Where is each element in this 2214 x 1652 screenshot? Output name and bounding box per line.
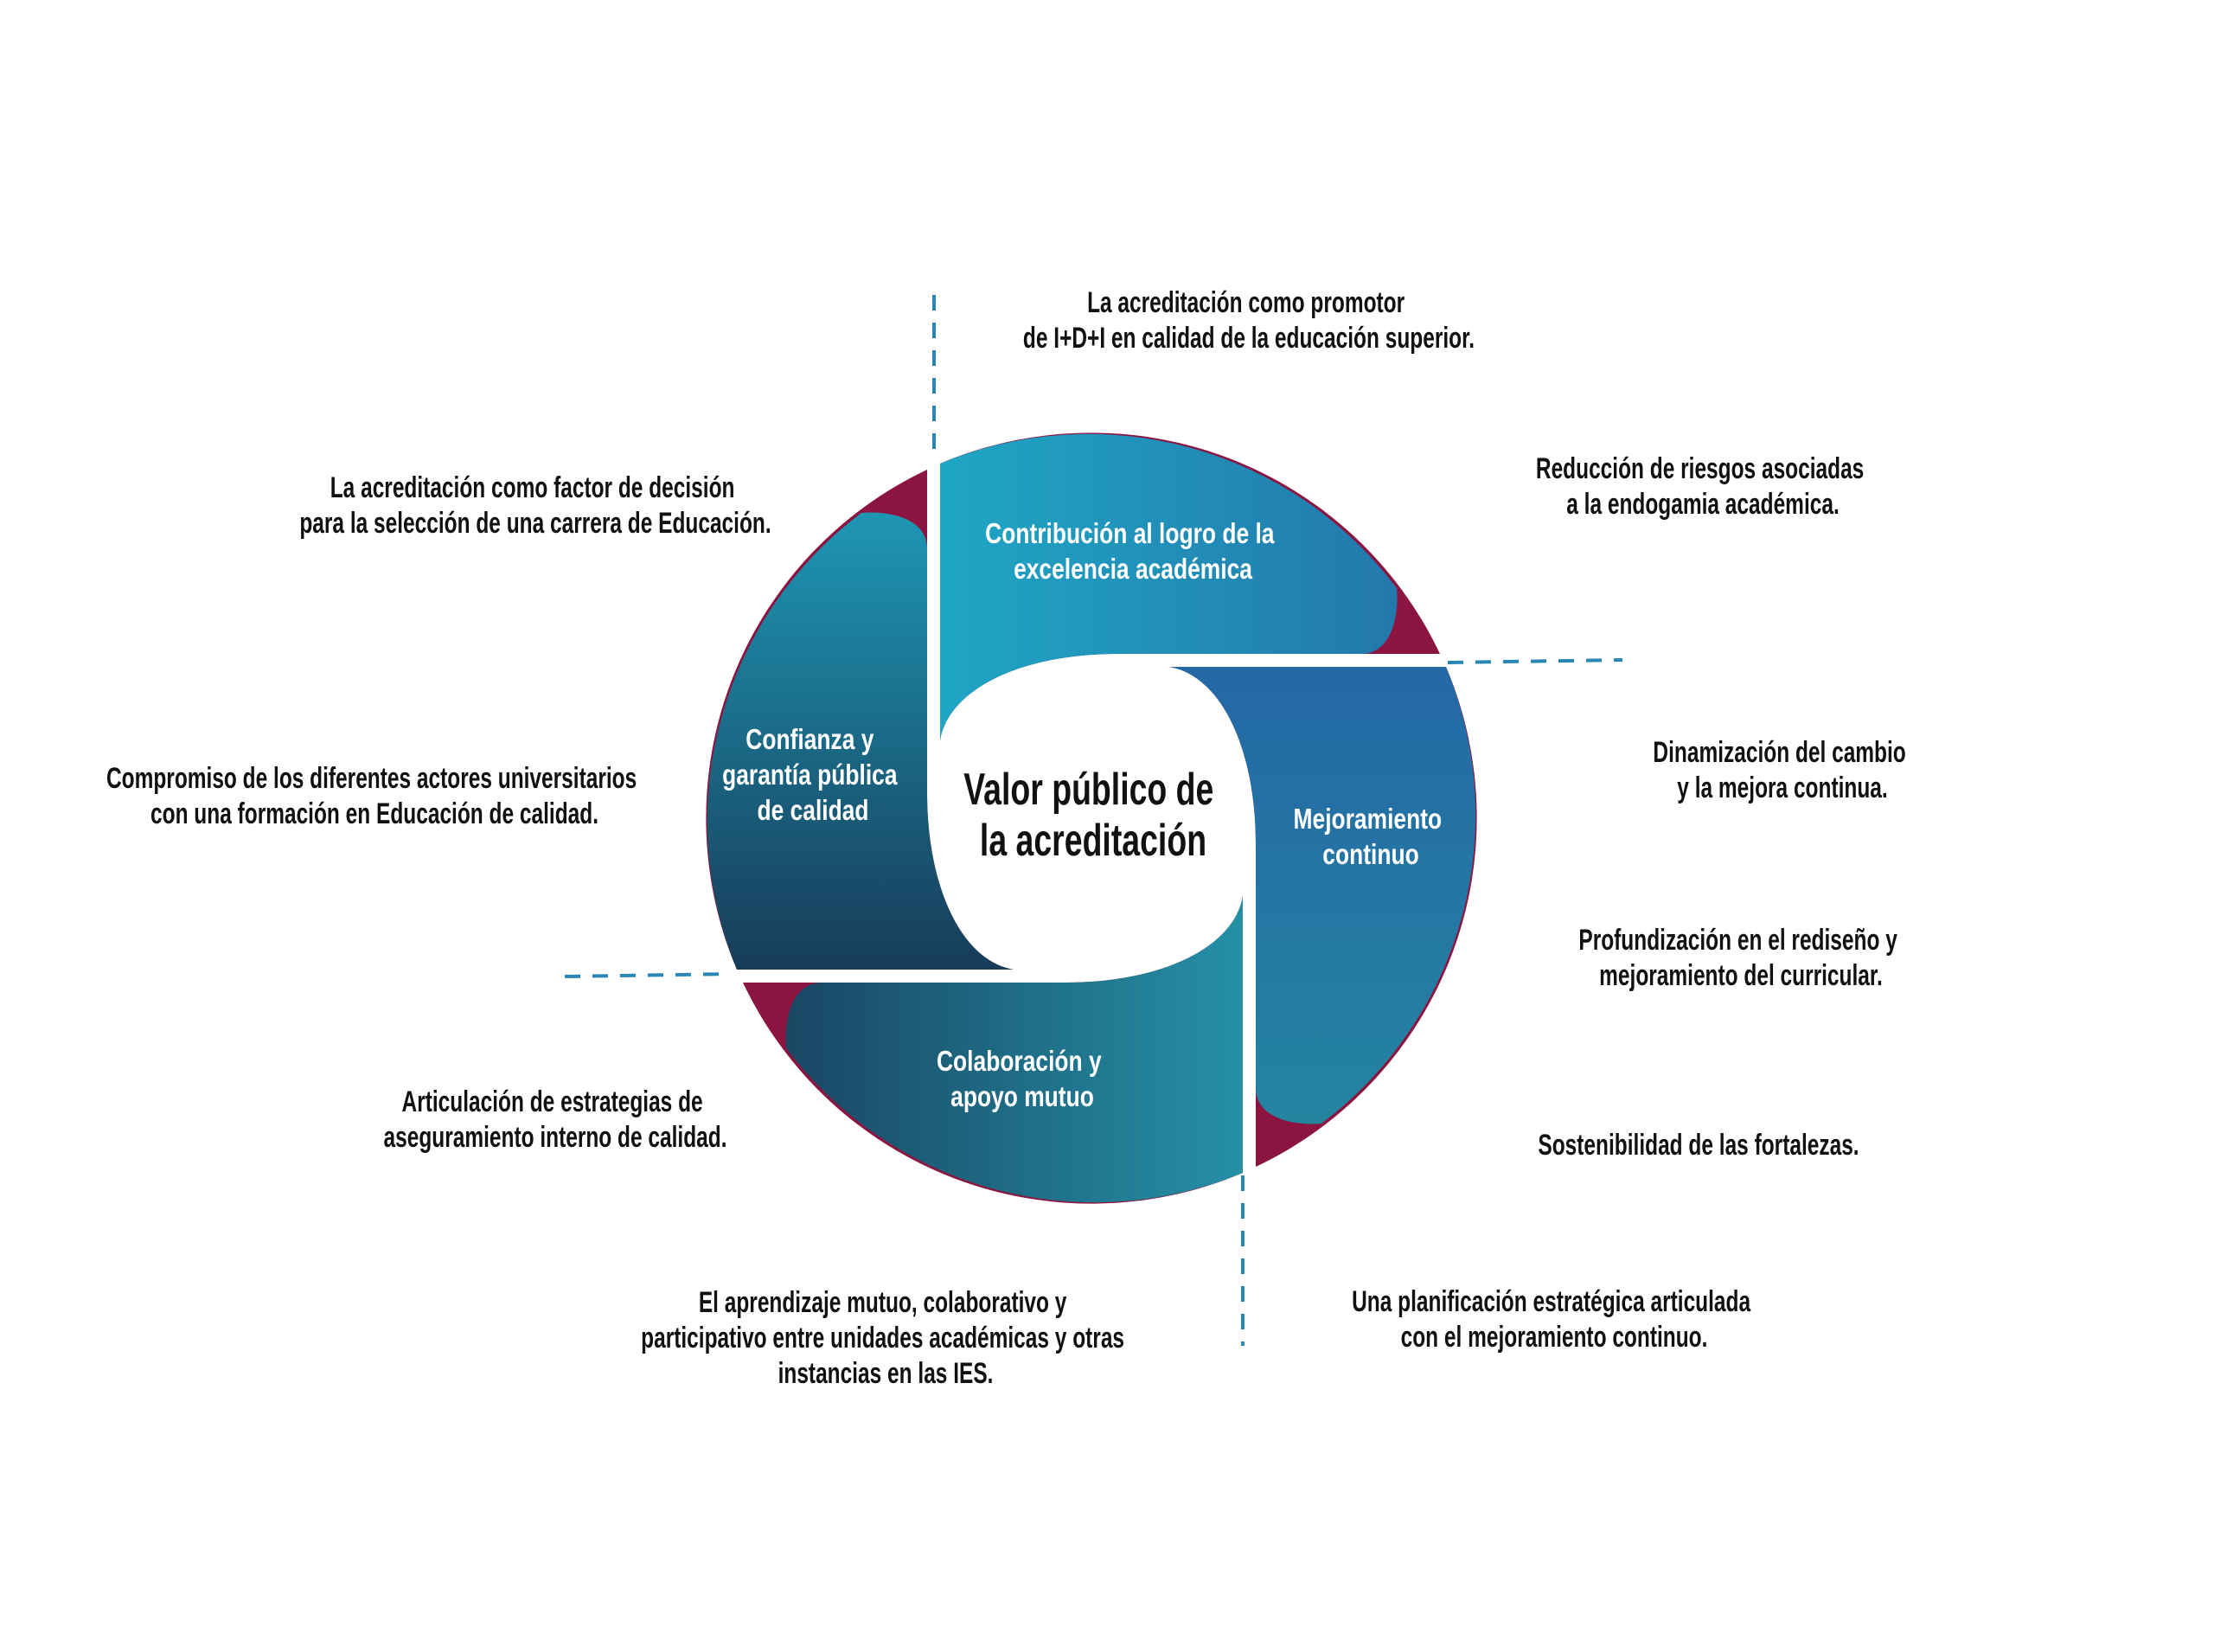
center-title: Valor público de la acreditación: [963, 764, 1223, 866]
label-aprendizaje: El aprendizaje mutuo, colaborativo y par…: [641, 1286, 1130, 1390]
label-dinamizacion: Dinamización del cambio y la mejora cont…: [1653, 736, 1911, 804]
label-articulacion: Articulación de estrategias de asegurami…: [383, 1085, 726, 1154]
segment-label-right: Mejoramiento continuo: [1294, 804, 1449, 870]
label-compromiso: Compromiso de los diferentes actores uni…: [106, 762, 643, 830]
divider-left: [564, 972, 732, 978]
label-planificacion: Una planificación estratégica articulada…: [1352, 1285, 1756, 1354]
label-riesgos: Reducción de riesgos asociadas a la endo…: [1536, 452, 1870, 521]
label-profundizacion: Profundización en el rediseño y mejorami…: [1578, 924, 1903, 992]
segment-label-bottom: Colaboración y apoyo mutuo: [937, 1046, 1108, 1112]
label-promotor: La acreditación como promotor de I+D+I e…: [1023, 286, 1475, 355]
segment-label-top: Contribución al logro de la excelencia a…: [985, 518, 1281, 585]
segment-label-left: Confianza y garantía pública de calidad: [722, 724, 904, 826]
divider-right: [1447, 658, 1623, 664]
label-factor: La acreditación como factor de decisión …: [299, 471, 771, 540]
label-sostenibilidad: Sostenibilidad de las fortalezas.: [1538, 1129, 1859, 1162]
